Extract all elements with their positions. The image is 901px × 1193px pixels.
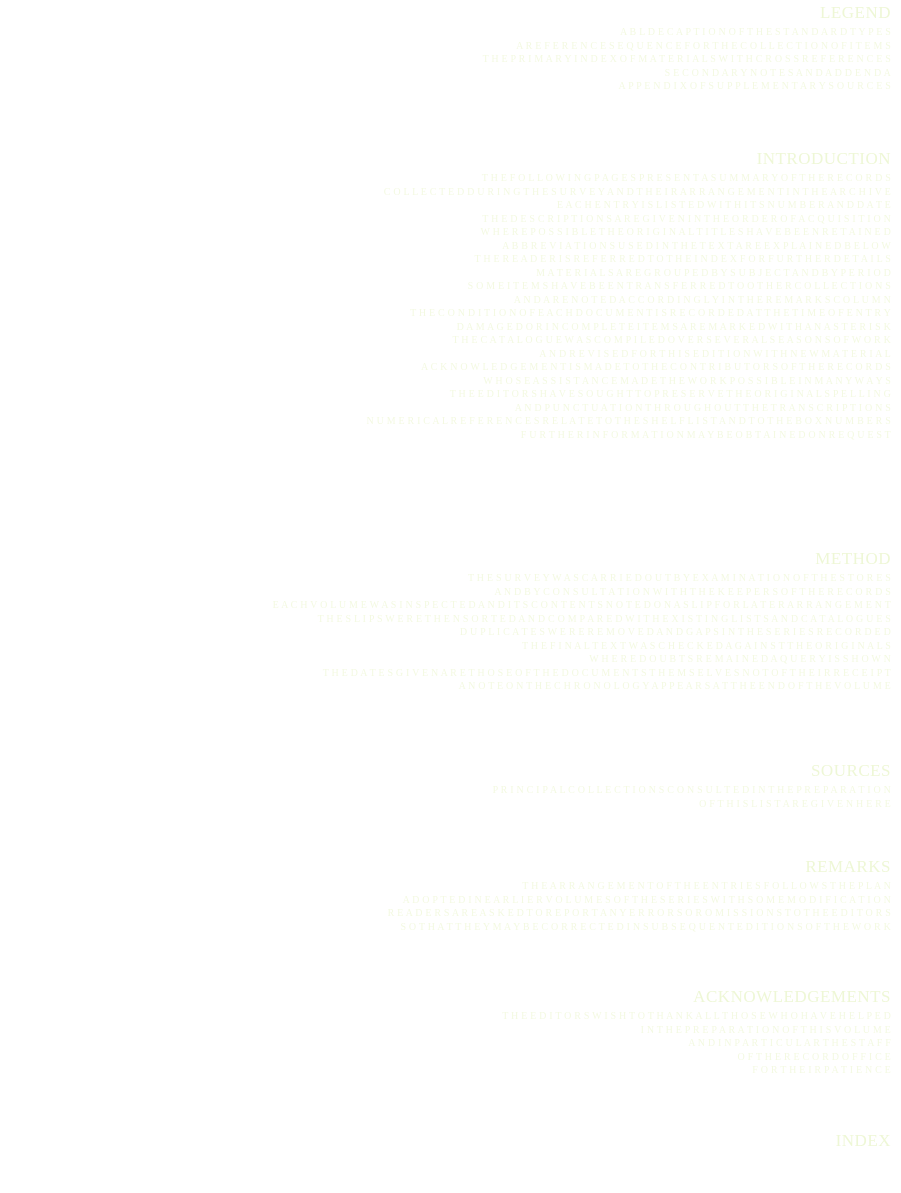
section-heading: LEGEND xyxy=(820,3,891,22)
text-line: E A C H V O L U M E W A S I N S P E C T … xyxy=(272,600,891,611)
text-line: A N D A R E N O T E D A C C O R D I N G … xyxy=(513,294,891,306)
text-line: C O L L E C T E D D U R I N G T H E S U … xyxy=(383,186,891,198)
section-index: INDEX xyxy=(836,1130,891,1154)
section-sources: SOURCES P R I N C I P A L C O L L E C T … xyxy=(493,760,891,811)
text-line: T H E E D I T O R S W I S H T O T H A N … xyxy=(502,1011,891,1022)
section-acknowledgements: ACKNOWLEDGEMENTS T H E E D I T O R S W I… xyxy=(502,986,891,1078)
text-line: A C K N O W L E D G E M E N T I S M A D … xyxy=(421,362,891,373)
text-line: S O T H A T T H E Y M A Y B E C O R R E … xyxy=(400,921,891,933)
text-line: T H E F I N A L T E X T W A S C H E C K … xyxy=(521,640,891,652)
text-line: A P P E N D I X O F S U P P L E M E N T … xyxy=(618,81,891,92)
text-line: W H O S E A S S I S T A N C E M A D E T … xyxy=(483,375,891,387)
text-line: O F T H I S L I S T A R E G I V E N H E … xyxy=(699,798,891,810)
text-line: T H E P R I M A R Y I N D E X O F M A T … xyxy=(482,54,891,65)
section-heading: INDEX xyxy=(835,1131,891,1150)
text-line: A D O P T E D I N E A R L I E R V O L U … xyxy=(402,894,891,906)
text-line: O F T H E R E C O R D O F F I C E xyxy=(737,1051,891,1063)
section-method: METHOD T H E S U R V E Y W A S C A R R I… xyxy=(273,548,891,694)
text-line: F U R T H E R I N F O R M A T I O N M A … xyxy=(520,429,891,441)
text-line: W H E R E P O S S I B L E T H E O R I G … xyxy=(480,227,891,238)
text-line: T H E A R R A N G E M E N T O F T H E E … xyxy=(522,881,891,892)
text-line: N U M E R I C A L R E F E R E N C E S R … xyxy=(366,416,891,427)
text-line: T H E E D I T O R S H A V E S O U G H T … xyxy=(449,389,891,400)
section-heading: METHOD xyxy=(815,549,891,568)
text-line: A B L D E C A P T I O N O F T H E S T A … xyxy=(619,27,891,38)
text-line: T H E D E S C R I P T I O N S A R E G I … xyxy=(482,213,891,225)
text-line: I N T H E P R E P A R A T I O N O F T H … xyxy=(640,1024,891,1036)
text-line: T H E C O N D I T I O N O F E A C H D O … xyxy=(410,308,891,319)
text-line: T H E S L I P S W E R E T H E N S O R T … xyxy=(317,613,891,625)
section-heading: REMARKS xyxy=(805,857,891,876)
text-line: A N D R E V I S E D F O R T H I S E D I … xyxy=(539,348,891,360)
section-heading: INTRODUCTION xyxy=(756,149,891,168)
section-introduction: INTRODUCTION T H E F O L L O W I N G P A… xyxy=(366,148,891,442)
text-line: D U P L I C A T E S W E R E R E M O V E … xyxy=(459,627,891,638)
text-line: A R E F E R E N C E S E Q U E N C E F O … xyxy=(516,40,891,52)
text-line: A N D B Y C O N S U L T A T I O N W I T … xyxy=(494,586,891,598)
text-line: S E C O N D A R Y N O T E S A N D A D D … xyxy=(664,67,891,79)
section-legend: LEGEND A B L D E C A P T I O N O F T H E… xyxy=(483,2,891,94)
text-line: T H E D A T E S G I V E N A R E T H O S … xyxy=(322,667,891,679)
text-line: T H E S U R V E Y W A S C A R R I E D O … xyxy=(467,573,891,584)
text-line: R E A D E R S A R E A S K E D T O R E P … xyxy=(387,908,891,919)
text-line: T H E R E A D E R I S R E F E R R E D T … xyxy=(474,254,891,265)
section-heading: SOURCES xyxy=(810,761,891,780)
text-line: T H E C A T A L O G U E W A S C O M P I … xyxy=(452,335,891,346)
text-line: D A M A G E D O R I N C O M P L E T E I … xyxy=(456,321,891,333)
text-line: A N O T E O N T H E C H R O N O L O G Y … xyxy=(458,681,891,692)
text-line: M A T E R I A L S A R E G R O U P E D B … xyxy=(536,267,891,279)
text-line: A B B R E V I A T I O N S U S E D I N T … xyxy=(502,240,891,252)
section-remarks: REMARKS T H E A R R A N G E M E N T O F … xyxy=(388,856,891,934)
text-line: S O M E I T E M S H A V E B E E N T R A … xyxy=(467,281,891,292)
section-heading: ACKNOWLEDGEMENTS xyxy=(693,987,891,1006)
text-line: E A C H E N T R Y I S L I S T E D W I T … xyxy=(556,200,891,211)
text-line: T H E F O L L O W I N G P A G E S P R E … xyxy=(481,173,891,184)
text-line: W H E R E D O U B T S R E M A I N E D A … xyxy=(589,654,891,665)
text-line: P R I N C I P A L C O L L E C T I O N S … xyxy=(492,785,891,796)
text-line: F O R T H E I R P A T I E N C E xyxy=(752,1065,891,1076)
text-line: A N D I N P A R T I C U L A R T H E S T … xyxy=(688,1038,891,1049)
text-line: A N D P U N C T U A T I O N T H R O U G … xyxy=(514,402,891,414)
